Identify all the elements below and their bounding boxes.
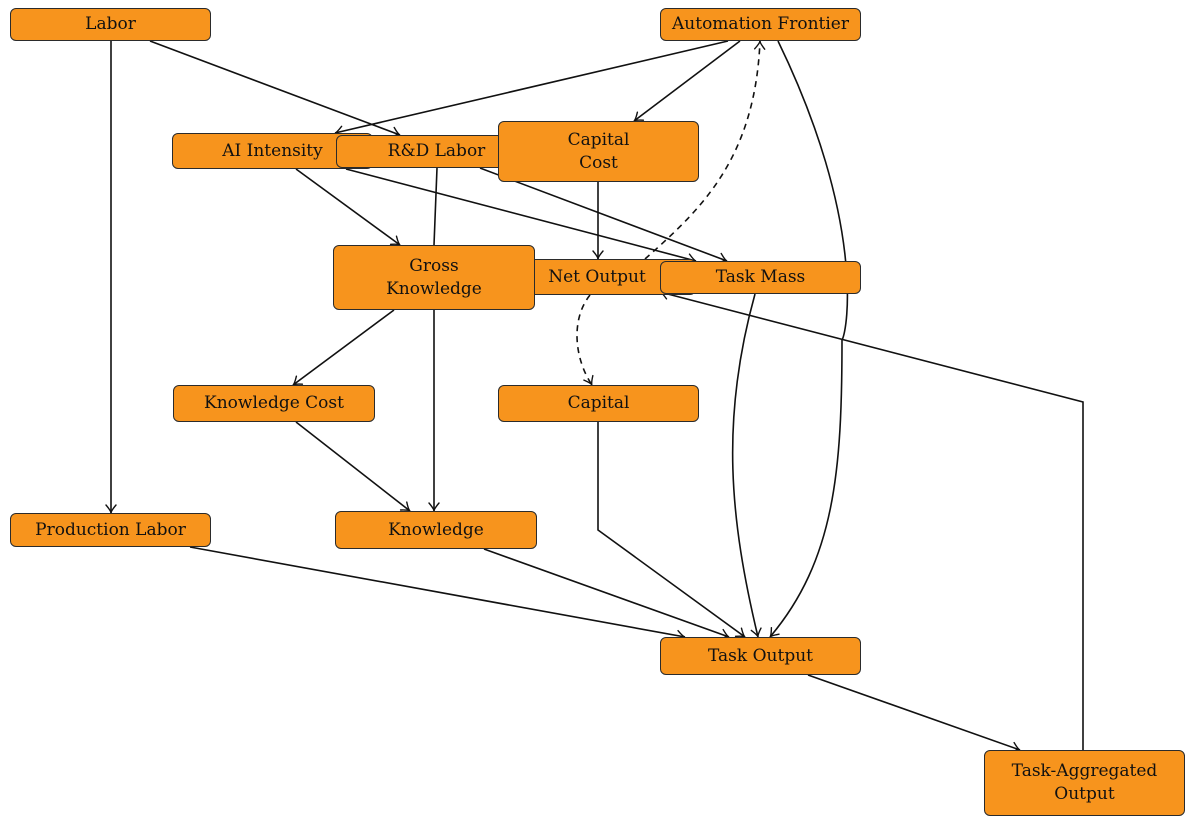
node-label-knowledge-cost: Knowledge Cost xyxy=(204,393,344,413)
arrowhead xyxy=(769,626,780,638)
node-task-output[interactable]: Task Output xyxy=(660,637,861,675)
node-label-rd-labor: R&D Labor xyxy=(387,141,486,161)
edge-knowledge-cost-to-knowledge xyxy=(295,421,411,512)
node-label-gross-knowledge: Gross Knowledge xyxy=(386,255,482,299)
edge-net-output-to-capital xyxy=(576,294,594,386)
node-task-mass[interactable]: Task Mass xyxy=(660,261,861,294)
edge-labor-to-production-labor xyxy=(105,41,117,514)
edge-labor-to-rd-labor xyxy=(149,40,401,138)
arrowhead xyxy=(592,250,604,260)
edge-task-mass-to-task-output xyxy=(731,293,762,638)
node-gross-knowledge[interactable]: Gross Knowledge xyxy=(333,245,535,310)
node-label-production-labor: Production Labor xyxy=(35,519,186,540)
arrowhead xyxy=(753,40,766,50)
node-knowledge[interactable]: Knowledge xyxy=(335,511,537,549)
edge-automation-frontier-to-task-output xyxy=(769,40,849,638)
node-label-net-output: Net Output xyxy=(548,266,646,287)
edge-knowledge-to-task-output xyxy=(483,548,730,640)
edge-ai-intensity-to-gross-knowledge xyxy=(295,168,401,246)
node-label-task-aggregated-output: Task-Aggregated Output xyxy=(1011,761,1158,804)
node-label-labor: Labor xyxy=(85,14,136,34)
node-capital-cost[interactable]: Capital Cost xyxy=(498,121,699,182)
node-label-capital: Capital xyxy=(567,393,630,413)
node-label-automation-frontier: Automation Frontier xyxy=(672,14,849,34)
node-capital[interactable]: Capital xyxy=(498,385,699,422)
edge-task-aggregated-output-to-net-output xyxy=(659,288,1084,750)
node-task-aggregated-output[interactable]: Task-Aggregated Output xyxy=(984,750,1185,816)
edge-production-labor-to-task-output xyxy=(189,546,686,642)
arrowhead xyxy=(583,374,594,386)
arrowhead xyxy=(734,627,746,638)
node-automation-frontier[interactable]: Automation Frontier xyxy=(660,8,861,41)
arrowhead xyxy=(399,501,411,512)
node-label-task-mass: Task Mass xyxy=(715,267,806,287)
node-label-knowledge: Knowledge xyxy=(388,519,484,540)
edge-rd-labor-to-knowledge xyxy=(428,167,440,512)
edge-task-output-to-task-aggregated-output xyxy=(807,674,1021,753)
node-knowledge-cost[interactable]: Knowledge Cost xyxy=(173,385,375,422)
node-labor[interactable]: Labor xyxy=(10,8,211,41)
arrowhead xyxy=(750,627,762,638)
node-label-task-output: Task Output xyxy=(708,645,813,666)
node-production-labor[interactable]: Production Labor xyxy=(10,513,211,547)
edge-capital-cost-to-net-output xyxy=(592,182,604,260)
edge-gross-knowledge-to-knowledge-cost xyxy=(292,309,395,386)
node-label-ai-intensity: AI Intensity xyxy=(222,140,323,161)
arrowhead xyxy=(105,504,117,514)
arrowhead xyxy=(389,235,401,246)
node-label-capital-cost: Capital Cost xyxy=(567,129,630,173)
arrowhead xyxy=(292,375,304,386)
arrowhead xyxy=(428,502,440,512)
edge-capital-to-task-output xyxy=(597,422,746,638)
arrowhead xyxy=(633,111,645,122)
edge-automation-frontier-to-capital-cost xyxy=(633,40,741,122)
